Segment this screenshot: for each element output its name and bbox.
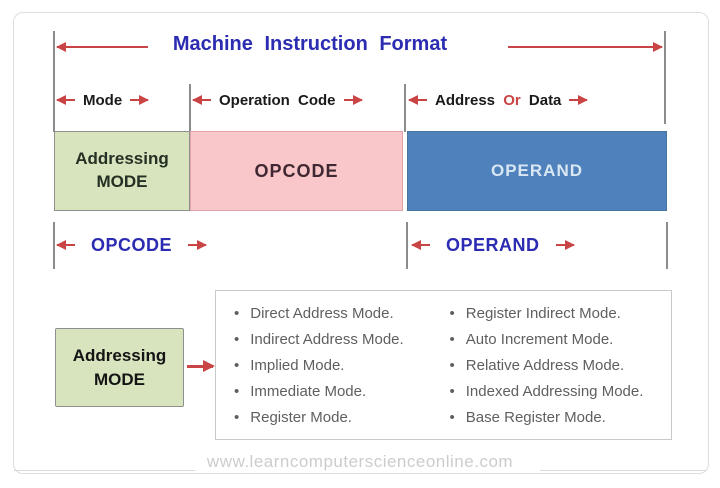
list-item: Auto Increment Mode. [450,327,666,353]
right-arrow-icon [343,95,363,105]
operation-code-field-label: Operation Code [219,91,336,109]
mode-field-label: Mode [83,91,123,109]
list-item: Implied Mode. [234,353,450,379]
tick-line [189,84,191,132]
list-item: Direct Address Mode. [234,301,450,327]
addressing-mode-line1: Addressing [75,149,169,169]
left-arrow-icon [408,95,427,105]
operand-span-label: OPERAND [446,234,540,255]
addressing-mode-callout-box: Addressing MODE [55,328,184,407]
tick-line [404,84,406,132]
address-or-data-field-label: Address Or Data [435,92,561,109]
right-arrow-icon [187,360,215,372]
list-item: Immediate Mode. [234,379,450,405]
right-arrow-icon [569,95,589,105]
operand-box: OPERAND [407,131,667,211]
diagram-title: Machine Instruction Format [172,33,448,55]
addressing-callout-line2: MODE [94,369,145,389]
or-word: Or [503,91,521,109]
tick-line [53,222,55,269]
website-watermark: www.learncomputerscienceonline.com [206,452,514,471]
list-item: Indirect Address Mode. [234,327,450,353]
right-arrow-icon [130,95,150,105]
left-arrow-icon [56,95,75,105]
right-arrow-icon [555,240,575,250]
opcode-span-measure: OPCODE [56,234,404,256]
addressing-modes-list-left: Direct Address Mode.Indirect Address Mod… [234,301,450,431]
addressing-mode-line2: MODE [96,172,148,191]
list-item: Indexed Addressing Mode. [450,379,666,405]
left-arrow-icon [56,240,75,250]
list-item: Register Mode. [234,405,450,431]
left-arrow-icon [411,240,430,250]
operation-code-field-measure: Operation Code [192,89,402,111]
right-arrow-icon [188,240,208,250]
addressing-modes-list-box: Direct Address Mode.Indirect Address Mod… [215,290,672,440]
tick-line [406,222,408,269]
tick-line [666,222,668,269]
left-arrow-icon [192,95,211,105]
list-item: Register Indirect Mode. [450,301,666,327]
address-word: Address [435,91,496,109]
left-arrow-icon [56,42,148,52]
opcode-box: OPCODE [190,131,403,211]
addressing-mode-box-label: Addressing MODE [75,148,169,194]
addressing-callout-line1: Addressing [72,345,167,365]
data-word: Data [528,91,562,109]
tick-line [53,31,55,132]
operand-span-measure: OPERAND [411,234,663,256]
tick-line [664,31,666,124]
footer-divider-left [14,470,195,471]
opcode-box-label: OPCODE [254,160,339,181]
mode-field-measure: Mode [56,89,187,111]
right-arrow-icon [508,42,663,52]
address-or-data-field-measure: Address Or Data [408,89,662,111]
list-item: Base Register Mode. [450,405,666,431]
operand-box-label: OPERAND [490,161,583,180]
addressing-modes-list-right: Register Indirect Mode.Auto Increment Mo… [450,301,666,431]
footer-divider-right [540,470,706,471]
addressing-mode-box: Addressing MODE [54,131,190,211]
opcode-span-label: OPCODE [91,234,173,255]
list-item: Relative Address Mode. [450,353,666,379]
